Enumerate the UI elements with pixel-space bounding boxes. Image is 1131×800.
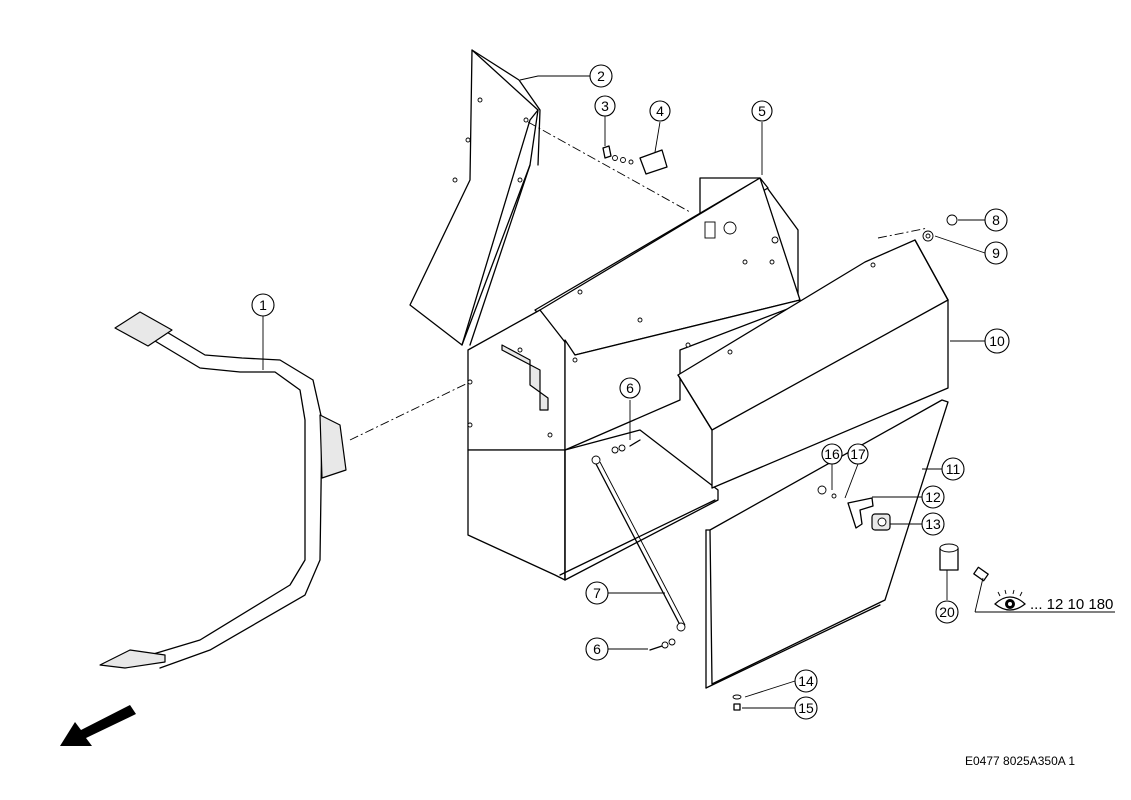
callout-label: 2 [597, 68, 605, 84]
callout-9: 9 [984, 241, 1008, 265]
callout-17: 17 [847, 443, 869, 465]
hardware-parts-3-4 [602, 145, 668, 175]
callout-label: 14 [798, 673, 814, 689]
callout-11: 11 [941, 457, 965, 481]
direction-arrow-icon [60, 705, 136, 746]
callout-6-upper: 6 [619, 377, 641, 399]
callout-3: 3 [594, 95, 616, 117]
callout-10: 10 [984, 328, 1010, 354]
callout-label: 6 [626, 380, 634, 396]
callout-13: 13 [921, 512, 945, 536]
callout-label: 1 [259, 297, 267, 313]
callout-7: 7 [585, 581, 609, 605]
part-10-top-lid [677, 239, 949, 489]
callout-6-lower: 6 [585, 637, 609, 661]
callout-label: 20 [939, 604, 955, 620]
callout-label: 6 [593, 641, 601, 657]
part-7-support-rod [591, 455, 686, 632]
hardware-parts-12-13-16-17 [817, 485, 891, 531]
callout-20: 20 [935, 600, 959, 624]
part-2-side-shield [409, 49, 541, 346]
callout-8: 8 [984, 208, 1008, 232]
callout-label: 13 [925, 516, 941, 532]
part-11-door [705, 399, 949, 689]
callout-5: 5 [751, 100, 773, 122]
drawing-number: E0477 8025A350A 1 [965, 754, 1075, 768]
eye-icon [994, 589, 1026, 611]
callout-label: 11 [946, 461, 961, 477]
hardware-parts-8-9 [922, 214, 958, 242]
alignment-line [527, 121, 691, 213]
hardware-part-6-upper [611, 439, 641, 454]
callout-16: 16 [821, 443, 843, 465]
alignment-line [877, 227, 929, 239]
leader-lines [262, 75, 1115, 709]
callout-14: 14 [794, 669, 818, 693]
callout-label: 10 [989, 333, 1005, 349]
callout-15: 15 [794, 696, 818, 720]
callout-label: 9 [992, 245, 1000, 261]
callout-label: 7 [593, 585, 601, 601]
reference-text: ... 12 10 180 [1030, 596, 1113, 613]
part-1-frame-bar [99, 311, 347, 669]
callout-label: 8 [992, 212, 1000, 228]
callout-label: 5 [758, 103, 766, 119]
hardware-part-20 [939, 543, 959, 571]
hardware-key [973, 566, 989, 582]
alignment-line [349, 381, 471, 441]
callout-2: 2 [589, 64, 613, 88]
callout-12: 12 [921, 485, 945, 509]
callout-1: 1 [251, 293, 275, 317]
callout-label: 12 [925, 489, 941, 505]
hardware-part-6-lower [649, 638, 676, 651]
part-5-main-box [467, 177, 801, 581]
hardware-parts-14-15 [732, 694, 742, 711]
callout-label: 17 [850, 446, 866, 462]
callout-label: 15 [798, 700, 814, 716]
callout-4: 4 [649, 100, 671, 122]
callout-label: 16 [824, 446, 840, 462]
callout-label: 4 [656, 103, 664, 119]
callout-label: 3 [601, 98, 609, 114]
